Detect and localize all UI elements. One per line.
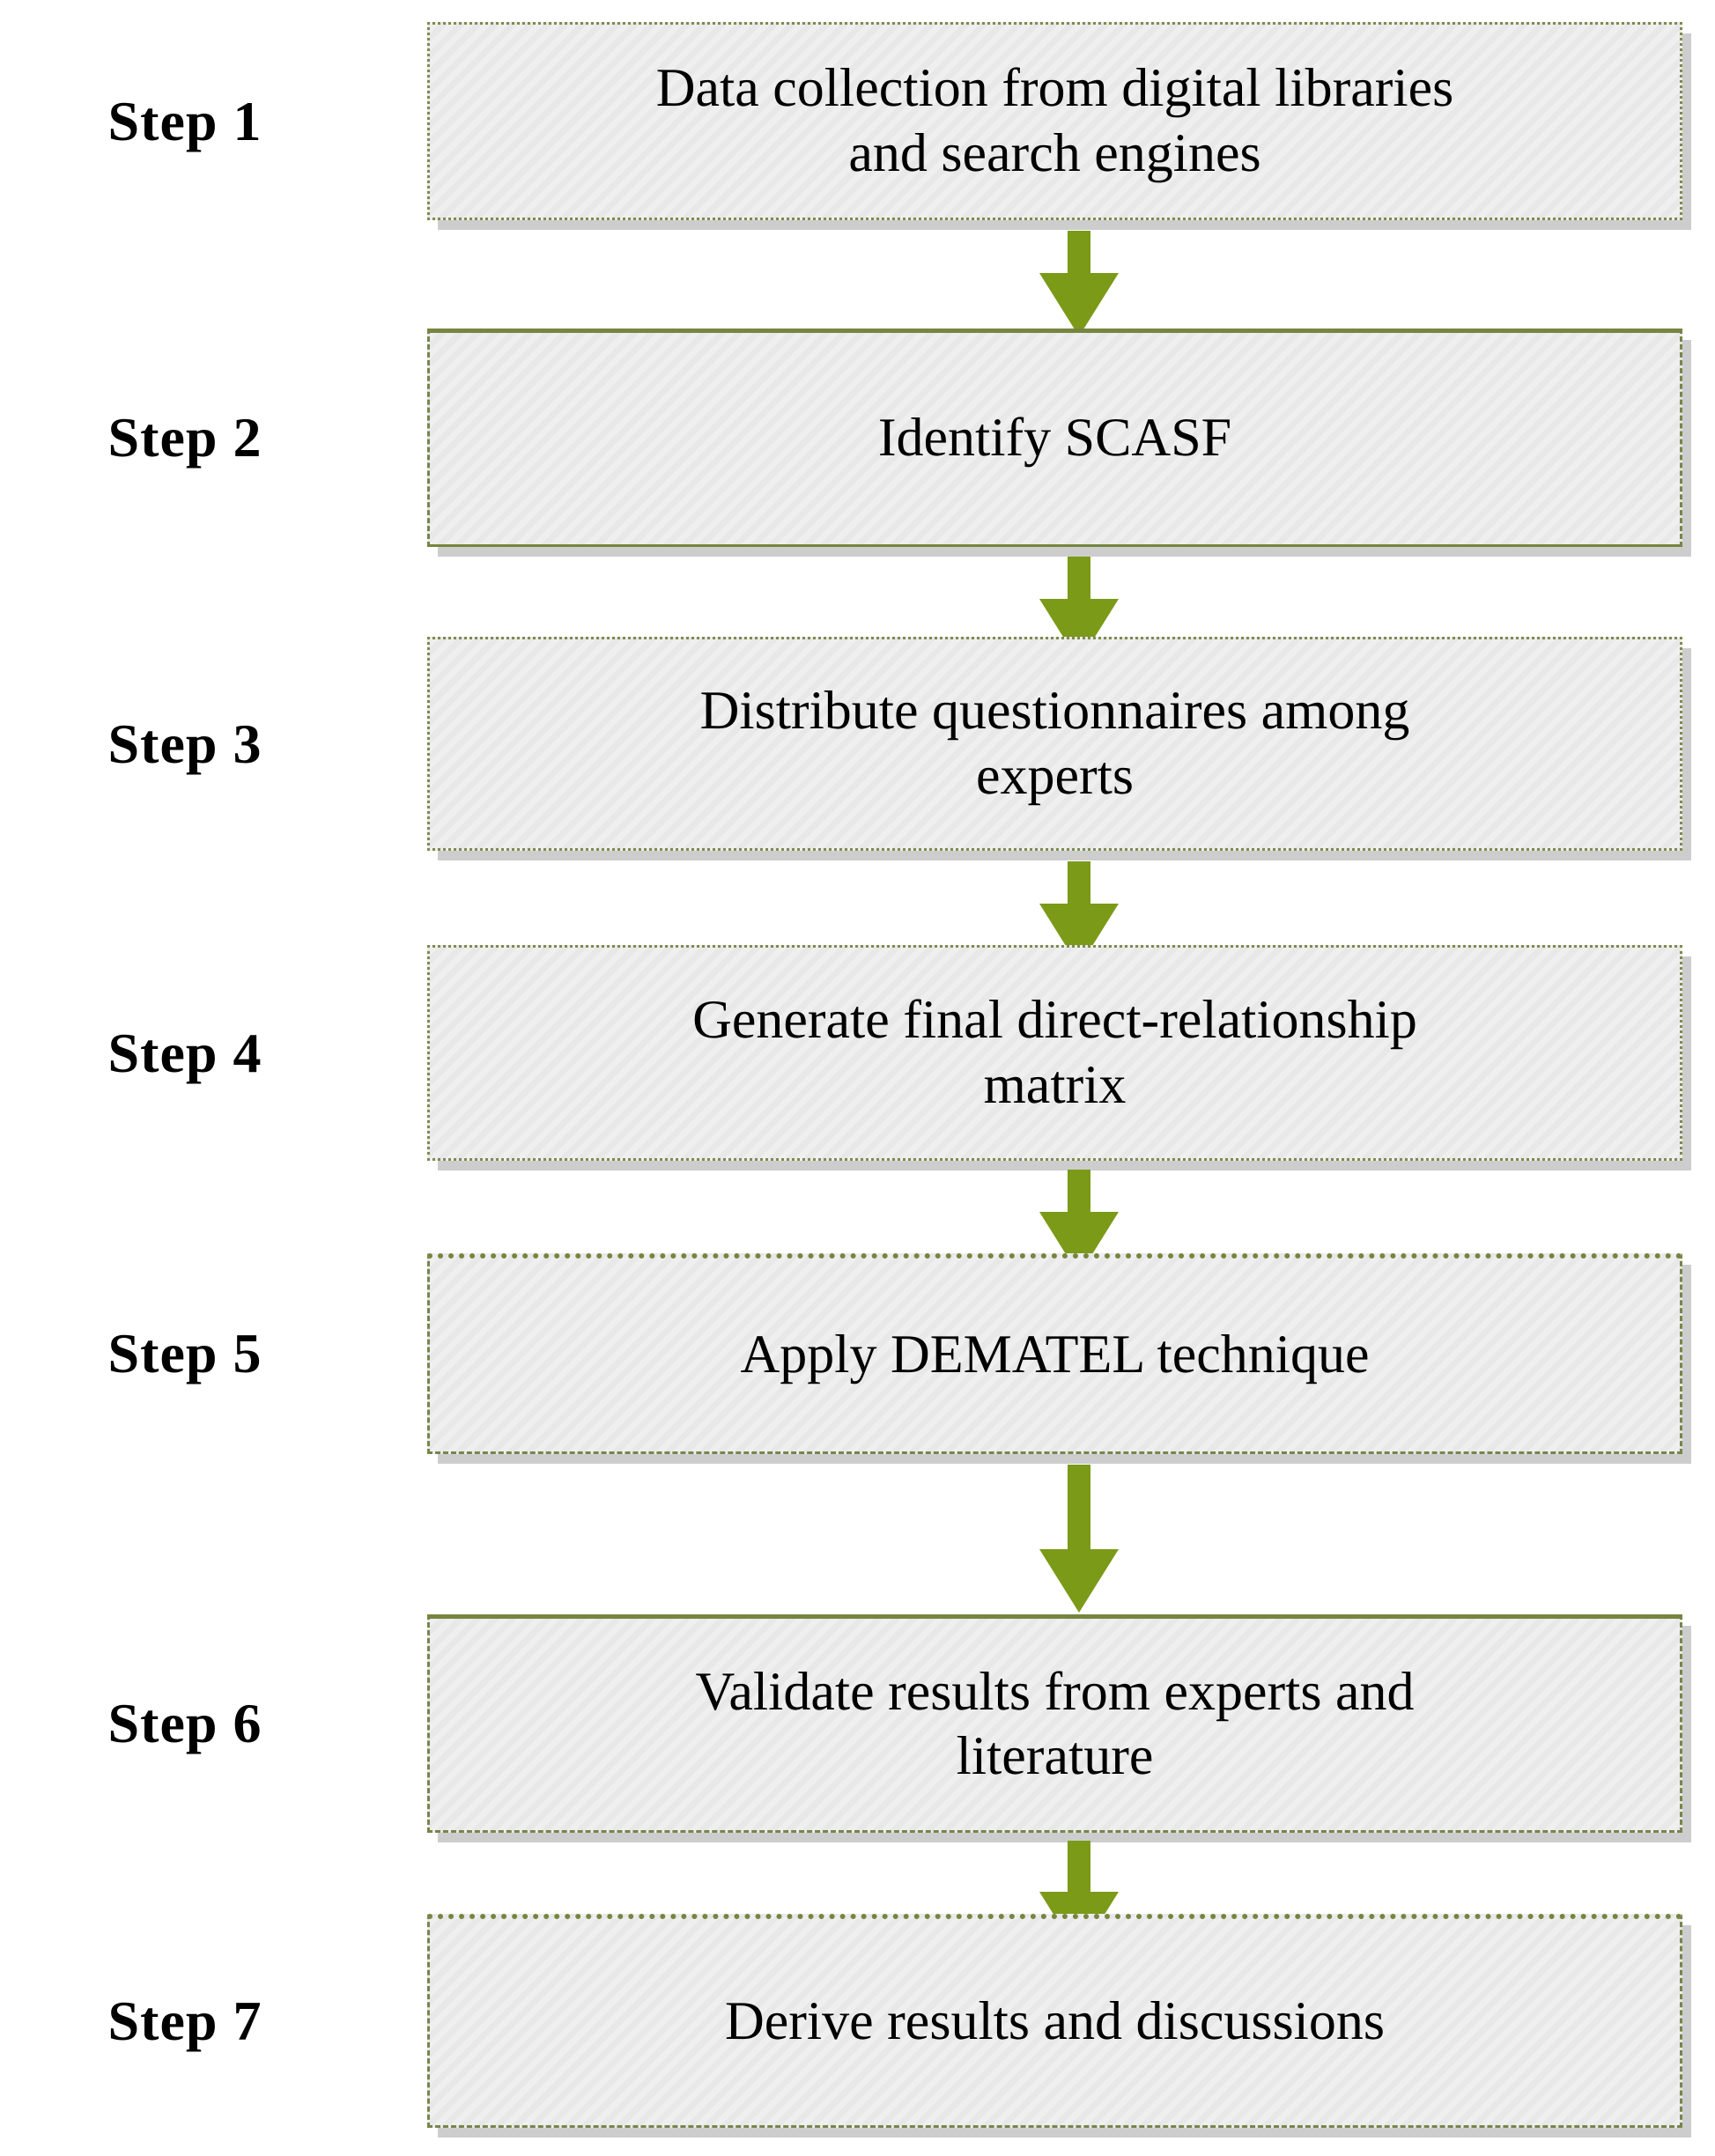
process-box-1[interactable]: Data collection from digital libraries a… — [427, 22, 1682, 220]
step-label-4: Step 4 — [107, 1021, 262, 1084]
step-label-7: Step 7 — [107, 1989, 262, 2052]
process-box-3-text: Distribute questionnaires among experts — [699, 681, 1410, 806]
arrow-shaft — [1068, 1841, 1090, 1895]
step-label-2: Step 2 — [107, 406, 262, 469]
step-label-3: Step 3 — [107, 712, 262, 775]
process-box-4-text: Generate final direct-relationship matri… — [692, 990, 1417, 1115]
process-box-7[interactable]: Derive results and discussions — [427, 1914, 1682, 2128]
process-box-7-text: Derive results and discussions — [724, 1991, 1386, 2052]
process-box-1-text: Data collection from digital libraries a… — [655, 58, 1454, 183]
arrow-shaft — [1068, 231, 1090, 277]
process-box-2[interactable]: Identify SCASF — [427, 329, 1682, 547]
step-label-6: Step 6 — [107, 1692, 262, 1754]
arrow-head-icon — [1039, 1549, 1119, 1613]
process-box-2-text: Identify SCASF — [877, 408, 1232, 469]
connector-arrow-1-to-2 — [1039, 231, 1119, 336]
step-label-1: Step 1 — [107, 89, 262, 152]
process-box-5-text: Apply DEMATEL technique — [740, 1324, 1370, 1384]
process-box-3[interactable]: Distribute questionnaires among experts — [427, 637, 1682, 851]
process-box-5[interactable]: Apply DEMATEL technique — [427, 1253, 1682, 1454]
step-label-5: Step 5 — [107, 1322, 262, 1384]
arrow-shaft — [1068, 557, 1090, 602]
arrow-shaft — [1068, 1170, 1090, 1215]
process-box-6[interactable]: Validate results from experts and litera… — [427, 1614, 1682, 1833]
arrow-head-icon — [1039, 273, 1119, 336]
arrow-shaft — [1068, 861, 1090, 907]
arrow-shaft — [1068, 1465, 1090, 1553]
process-box-6-text: Validate results from experts and litera… — [695, 1661, 1415, 1786]
process-box-4[interactable]: Generate final direct-relationship matri… — [427, 945, 1682, 1161]
connector-arrow-5-to-6 — [1039, 1465, 1119, 1613]
